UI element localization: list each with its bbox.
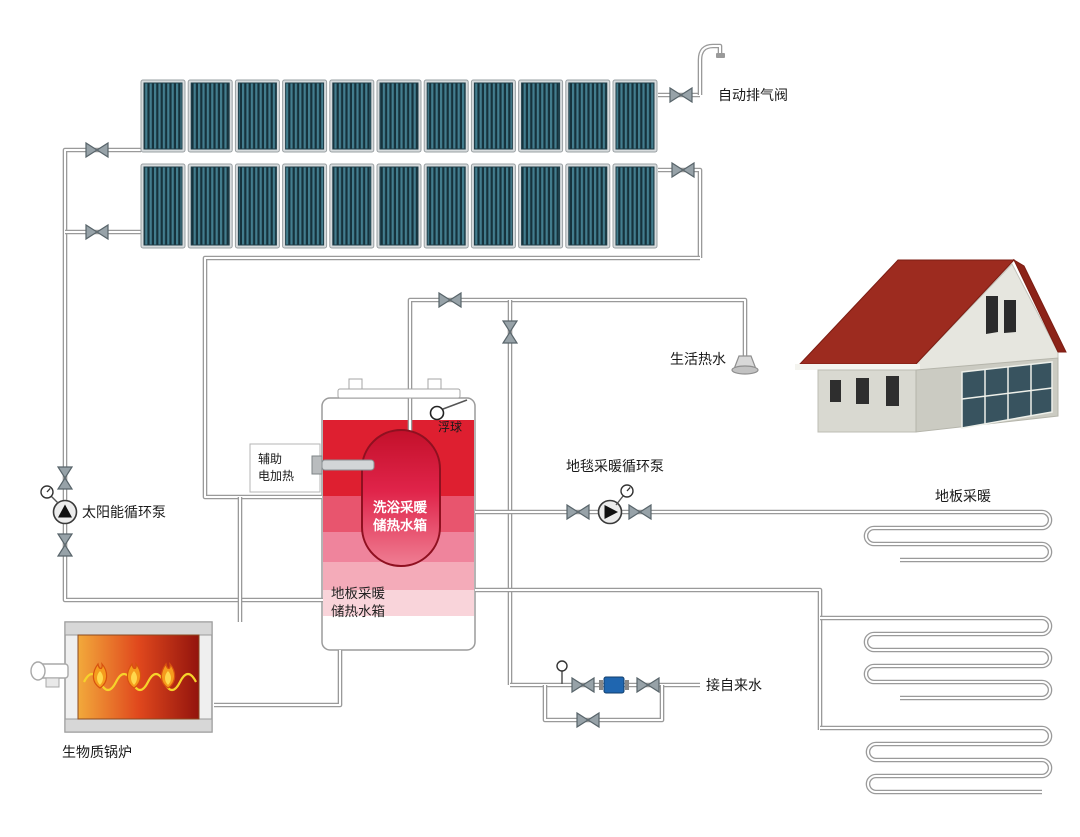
solar-collector-panel	[376, 79, 422, 153]
solar-collector-panel	[187, 163, 233, 249]
solar-collector-panel	[376, 163, 422, 249]
solar-collector-panel	[423, 79, 469, 153]
solar-collector-panel	[518, 163, 564, 249]
pipe-segment	[204, 257, 700, 498]
pressure-gauge-icon	[620, 484, 634, 498]
valve-icon	[85, 141, 109, 159]
solar-collector-panel	[518, 79, 564, 153]
pipe-segment	[860, 615, 1053, 701]
label-aux-heater-line2: 电加热	[258, 469, 294, 483]
valve-icon	[636, 676, 660, 694]
solar-collector-panel	[187, 79, 233, 153]
solar-collector-panel	[329, 163, 375, 249]
label-tap-water: 接自来水	[706, 677, 762, 693]
label-shower-tank-line2: 储热水箱	[372, 517, 427, 533]
solar-collector-array	[140, 79, 658, 249]
labels-layer: 自动排气阀 生活热水 浮球 辅助 电加热 洗浴采暖 储热水箱 地板采暖 储热水箱…	[62, 87, 991, 760]
solar-collector-panel	[565, 79, 611, 153]
pipe-segment	[699, 45, 721, 95]
auto-exhaust-valve-icon	[716, 53, 725, 58]
pipe-segment	[475, 589, 821, 730]
pipe-segment	[214, 650, 343, 708]
pipe-segment	[862, 727, 1051, 793]
valve-icon	[85, 223, 109, 241]
pipe-segment	[860, 509, 1053, 563]
valve-icon	[628, 503, 652, 521]
valve-icon	[671, 161, 695, 179]
label-biomass-boiler: 生物质锅炉	[62, 744, 132, 760]
label-auto-exhaust-valve: 自动排气阀	[718, 87, 788, 103]
flame-icon	[160, 661, 176, 689]
label-solar-pump: 太阳能循环泵	[82, 504, 166, 520]
shower-head-icon	[731, 355, 759, 375]
solar-collector-panel	[612, 163, 658, 249]
solar-collector-panel	[140, 79, 186, 153]
pipe-segment	[860, 617, 1051, 699]
flame-icon	[126, 661, 142, 689]
valve-icon	[56, 466, 74, 490]
solar-collector-panel	[612, 79, 658, 153]
valve-icon	[501, 320, 519, 344]
float-ball-icon	[429, 405, 445, 421]
flame-icon	[92, 661, 108, 689]
pressure-gauge-icon	[40, 485, 54, 499]
valve-icon	[669, 86, 693, 104]
solar-collector-panel	[234, 79, 280, 153]
electric-heater-icon	[321, 459, 375, 471]
carpet-heating-pump-icon	[597, 499, 623, 525]
label-aux-heater-line1: 辅助	[258, 452, 282, 466]
pipe-segment	[658, 169, 701, 258]
valve-icon	[566, 503, 590, 521]
valve-icon	[56, 533, 74, 557]
biomass-boiler	[30, 621, 213, 733]
pipe-segment	[544, 685, 663, 721]
solar-collector-panel	[140, 163, 186, 249]
pipe-segment	[409, 299, 746, 434]
water-meter-icon	[603, 676, 625, 694]
solar-collector-panel	[470, 79, 516, 153]
label-domestic-hot-water: 生活热水	[670, 351, 726, 367]
label-carpet-pump: 地毯采暖循环泵	[566, 458, 664, 474]
aux-heater-label-box	[249, 443, 321, 493]
solar-circulation-pump-icon	[52, 499, 78, 525]
valve-icon	[438, 291, 462, 309]
solar-collector-panel	[282, 163, 328, 249]
label-float-ball: 浮球	[438, 420, 462, 434]
components-layer	[30, 53, 1067, 733]
solar-collector-panel	[470, 163, 516, 249]
pipe-segment	[214, 650, 341, 706]
valve-icon	[576, 711, 600, 729]
pipe-segment	[860, 511, 1051, 561]
check-valve-icon	[556, 660, 568, 672]
house-illustration	[795, 258, 1067, 433]
label-floor-tank-line1: 地板采暖	[331, 586, 385, 601]
pipe-segment	[658, 167, 703, 258]
solar-collector-panel	[234, 163, 280, 249]
label-floor-heating: 地板采暖	[935, 488, 991, 504]
solar-collector-panel	[329, 79, 375, 153]
label-floor-tank-line2: 储热水箱	[331, 604, 385, 619]
shower-storage-tank	[361, 429, 441, 567]
pipe-segment	[475, 587, 823, 730]
floor-heating-coils	[860, 509, 1053, 795]
solar-collector-panel	[282, 79, 328, 153]
label-shower-tank-line1: 洗浴采暖	[373, 499, 427, 515]
solar-collector-panel	[565, 163, 611, 249]
valve-icon	[571, 676, 595, 694]
solar-collector-panel	[423, 163, 469, 249]
